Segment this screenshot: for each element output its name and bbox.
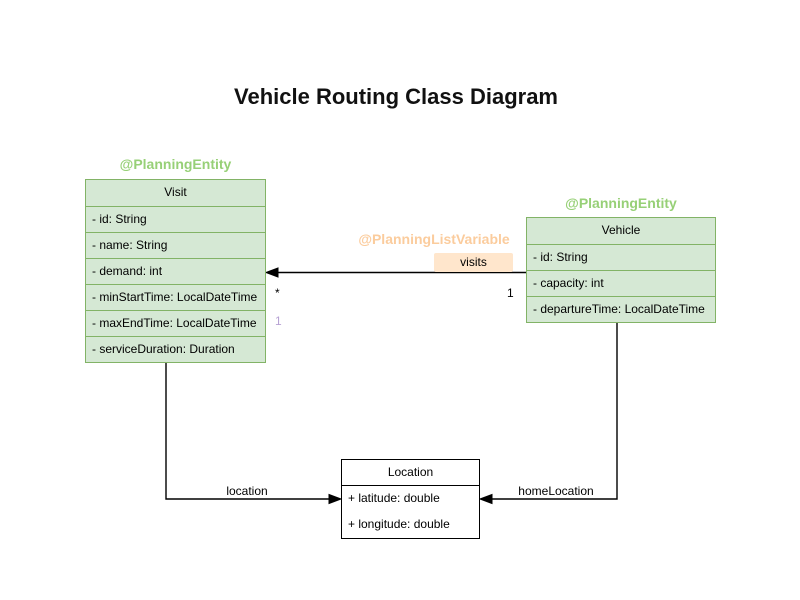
location-attributes-section: + latitude: double + longitude: double	[342, 485, 479, 538]
location-class: Location + latitude: double + longitude:…	[341, 459, 480, 539]
visit-attribute: - serviceDuration: Duration	[86, 336, 265, 362]
home-location-arrowhead	[478, 493, 493, 505]
location-edge-label: location	[226, 484, 268, 498]
location-arrowhead	[328, 493, 343, 505]
location-attribute: + longitude: double	[348, 517, 450, 531]
home-location-edge-label: homeLocation	[518, 484, 594, 498]
visits-multiplicity-target: *	[275, 286, 280, 300]
visits-arrowhead	[264, 267, 279, 278]
visit-annotation: @PlanningEntity	[119, 156, 232, 172]
location-attribute: + latitude: double	[348, 491, 440, 505]
visit-attribute: - maxEndTime: LocalDateTime	[86, 310, 265, 336]
vehicle-attribute: - capacity: int	[527, 270, 715, 296]
visit-attribute: - name: String	[86, 232, 265, 258]
location-edge	[165, 362, 330, 500]
visit-class-header: Visit	[164, 185, 187, 199]
home-location-edge	[491, 322, 618, 500]
visits-multiplicity-source: 1	[507, 286, 514, 300]
vehicle-attribute: - id: String	[527, 244, 715, 270]
page-title: Vehicle Routing Class Diagram	[234, 84, 558, 109]
visits-edge-label: visits	[434, 253, 513, 272]
visit-attribute: - id: String	[86, 206, 265, 232]
visits-annotation: @PlanningListVariable	[358, 231, 510, 247]
vehicle-attribute: - departureTime: LocalDateTime	[527, 296, 715, 322]
visit-attribute: - minStartTime: LocalDateTime	[86, 284, 265, 310]
visit-class: Visit - id: String - name: String - dema…	[85, 179, 266, 363]
vehicle-class: Vehicle - id: String - capacity: int - d…	[526, 217, 716, 323]
vehicle-annotation: @PlanningEntity	[565, 195, 677, 211]
vehicle-class-header: Vehicle	[601, 223, 641, 237]
visit-attribute: - demand: int	[86, 258, 265, 284]
visits-extra-label: 1	[275, 314, 282, 328]
location-class-header: Location	[387, 465, 434, 479]
